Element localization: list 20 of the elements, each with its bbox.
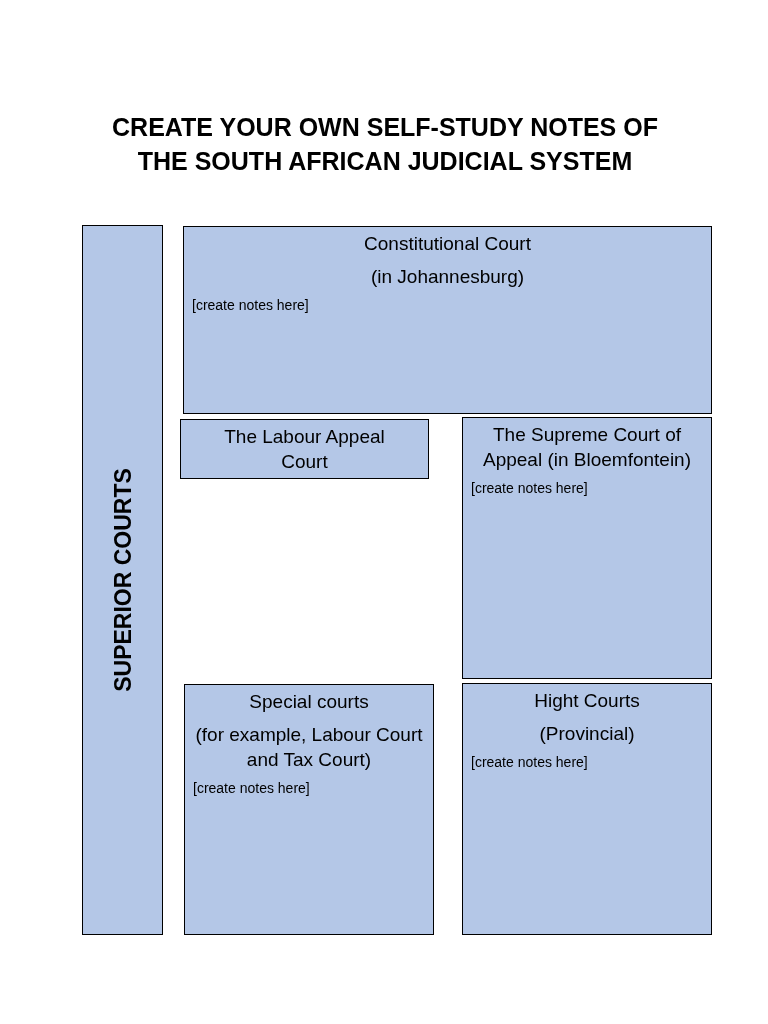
court-box [184, 684, 434, 935]
notes-field: [create notes here] [471, 480, 703, 496]
court-name: The Supreme Court of Appeal (in Bloemfontein) [481, 423, 693, 472]
court-name: Constitutional Court [363, 232, 532, 256]
court-box [183, 226, 712, 414]
court-detail: (for example, Labour Court and Tax Court) [194, 723, 424, 772]
court-box [462, 683, 712, 935]
court-detail: (in Johannesburg) [369, 265, 526, 289]
group-label: SUPERIOR COURTS [109, 468, 136, 692]
court-detail: (Provincial) [538, 722, 636, 746]
group-bar [82, 225, 163, 935]
court-box [462, 417, 712, 679]
court-name: Hight Courts [533, 689, 641, 713]
court-name: The Labour Appeal Court [223, 425, 386, 474]
notes-field: [create notes here] [192, 297, 703, 313]
notes-field: [create notes here] [193, 780, 425, 796]
court-name: Special courts [248, 690, 370, 714]
court-box [180, 419, 429, 479]
page-title: CREATE YOUR OWN SELF-STUDY NOTES OF THE SOUTH AFRICAN JUDICIAL SYSTEM [111, 112, 659, 177]
notes-field: [create notes here] [471, 754, 703, 770]
